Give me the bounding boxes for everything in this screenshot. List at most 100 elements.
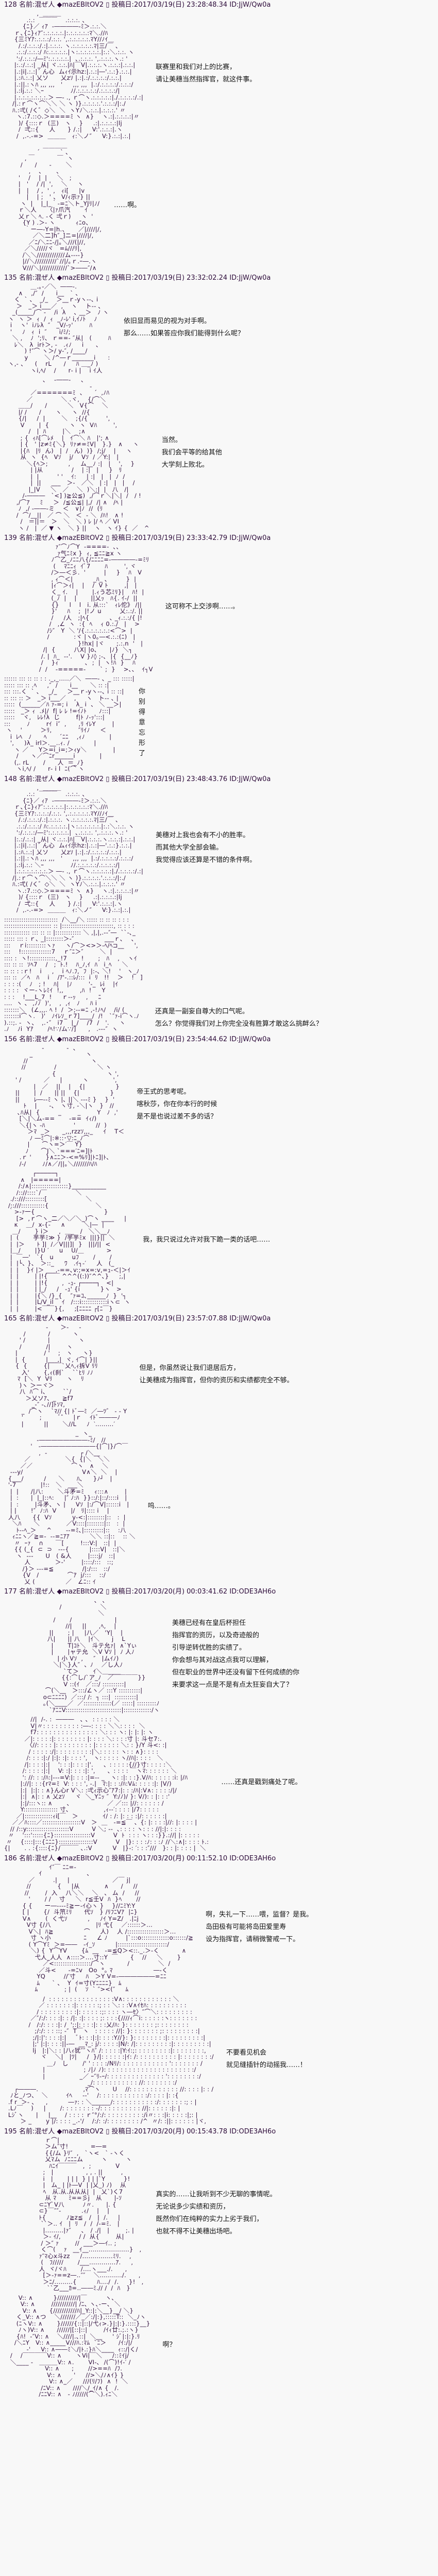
dialogue: 但是，你虽然说让我们退居后方， 让美穗成为指挥官，但你的资历和实绩都完全不够。 [140,1362,434,1389]
vertical-char: 别 [139,698,146,706]
post-panel: 、 、 / ＼ ＼ / / | //| || ,ﾍ, | || ; | |八／ … [0,1597,438,1713]
dialogue-line: 我，我只说过允许对我下跪一类的话吧…… [143,1235,271,1244]
dialogue-line: 啊？ [162,2341,176,2349]
ascii-art: :::::: ::: :: :: : : ._,_.....／＼ ――‐ 、_ … [4,675,134,772]
dialogue: 不要看见机会 就见缝插针的动摇我……！ [226,2047,434,2074]
post-header: 156 名前:混ぜ人 ◆mazEBItOV2 ▯ 投稿日:2017/03/19(… [4,1035,271,1043]
ascii-art: V:: ∧ }//////////|￣ ヽ、 V:: ∧ ///////////… [10,2294,150,2398]
vertical-char: 得 [139,708,146,716]
post-panel: ┌─────┐ ∧ |=====| /:/∧|:::::::::::::::::… [0,1170,438,1312]
post-165: 165 名前:混ぜ人 ◆mazEBItOV2 ▯ 投稿日:2017/03/19(… [0,1315,438,1585]
ascii-art: - ＞- - / / ヽ ' / | ヽ / /| ヽ | / ' ; ヽ ヽ}… [15,1324,127,1428]
dialogue-line: 美穗对上我也会有不小的胜率。 [156,831,250,839]
dialogue-line: 真实的……让我听到不少无聊的事情呢。 [156,2190,277,2198]
post-139: 139 名前:混ぜ人 ◆mazEBItOV2 ▯ 投稿日:2017/03/19(… [0,534,438,772]
post-header: 195 名前:混ぜ人 ◆mazEBItOV2 ▯ 投稿日:2017/03/20(… [4,2127,276,2136]
dialogue-line: 这可称不上交涉啊……。 [165,603,239,611]
dialogue-line: 但在职业的世界中还没有留下任何成绩的你 [172,1668,299,1676]
dialogue-line: 我们会平等的给其他 [161,449,222,456]
dialogue-line: 我觉得应该还算是不错的条件啊。 [156,856,257,864]
post-panel: - - 、 _ ヽ // ヽ // / ＼ ヽ { ヽ ', [0,1044,438,1167]
dialogue: 啊？ [163,2339,434,2353]
ascii-art: ＿＿＿＿ ＿ ´ ` 、 , ￣ ヽ / / ‐ ＼ , ､ 、 ' / | |… [18,142,102,272]
ascii-art: ｲ″￣ ﾆﾆ=- ｲ ､ ／ .| | ／￣ j| // { |从 ∧ / //… [22,1863,194,1993]
dialogue-line: 引导逆转优胜的实绩了。 [172,1643,246,1652]
post-177: 177 名前:混ぜ人 ◆mazEBItOV2 ▯ 投稿日:2017/03/20(… [0,1588,438,1852]
ascii-art: 、 、 / ＼ ＼ / / | //| || ,ﾍ, | || ; | |八／ … [43,1597,160,1714]
dialogue-line: 大学刻上败北。 [161,461,209,469]
vertical-char: 了 [139,749,146,757]
dialogue-line: ……啊。 [114,201,141,209]
post-panel: ｧ″⌒ﾉ⌒Y -====- ､､ ｧ气ﾆﾐx } ｨ, ≦ﾆﾆ≧x ヽ ﾉ⌒乙_… [0,544,438,672]
post-186: 186 名前:混ぜ人 ◆mazEBItOV2 ▯ 投稿日:2017/03/20(… [0,1855,438,2125]
dialogue: 美穗已经有在皇后杯担任 指挥官的资历，以及奇迹般的 引导逆转优胜的实绩了。 你会… [172,1617,434,1693]
ascii-art: //| /-. : ――― ､ ､ : : : : : ＼ V|〃: : : :… [4,1716,209,1852]
dialogue: 帝王式的思考呢。 喀秋莎，你在你本行的时候 是不是也说过差不多的话？ [137,1086,434,1125]
dialogue: 当然。 我们会平等的给其他 大学刻上败北。 [162,434,434,473]
dialogue-line: 美穗已经有在皇后杯担任 [172,1619,246,1627]
dialogue-line: 不要看见机会 [226,2048,266,2057]
post-panel: :::::: ::: :: :: : : ._,_.....／＼ ――‐ 、_ … [0,675,438,772]
ascii-art: / : : : : : : : : : : : : : : : :V∧: : :… [8,1995,214,2125]
dialogue-line: 是不是也说过差不多的话？ [137,1113,217,1121]
dialogue-line: 就见缝插针的动摇我……！ [226,2061,307,2069]
post-panel: , ＿＿＿ .:.: ￣￣￣ .:.:.:. 、 {ﾆ}／ ｨｱ -――――‐ﾐ… [0,784,438,913]
dialogue-line: 依旧显而易见的视为对手啊。 [123,317,211,325]
post-panel: / : : : : : : : : : : : : : : : :V∧: : :… [0,1995,438,2125]
post-header: 135 名前:混ぜ人 ◆mazEBItOV2 ▯ 投稿日:2017/03/19(… [4,274,271,282]
post-header: 165 名前:混ぜ人 ◆mazEBItOV2 ▯ 投稿日:2017/03/19(… [4,1315,271,1323]
post-156: 156 名前:混ぜ人 ◆mazEBItOV2 ▯ 投稿日:2017/03/19(… [0,1036,438,1312]
post-panel: ｲ″￣ ﾆﾆ=- ｲ ､ ／ .| | ／￣ j| // { |从 ∧ / //… [0,1863,438,1993]
post-panel: ｒ⌒| ＞ム″寸! =―= {{/ム }ﾘ″ , `ヽ< ` ‐ヽく 乂ﾏム ﾉ… [0,2137,438,2292]
dialogue-line: 指挥官的资历，以及奇迹般的 [172,1631,259,1639]
dialogue: 美穗对上我也会有不小的胜率。 而其他大学全部会输。 我觉得应该还算是不错的条件啊… [156,829,434,869]
post-195: 195 名前:混ぜ人 ◆mazEBItOV2 ▯ 投稿日:2017/03/20(… [0,2128,438,2398]
post-header: 177 名前:混ぜ人 ◆mazEBItOV2 ▯ 投稿日:2017/03/20(… [4,1588,276,1596]
dialogue-line: 呜……。 [147,1502,175,1510]
dialogue-line: 请让美穗当然指挥官，就这件事。 [156,76,257,83]
dialogue: 呜……。 [148,1500,434,1515]
dialogue-line: 也就不得不让美穗出场吧。 [156,2227,237,2235]
dialogue: ……啊。 [114,199,434,214]
post-panel: V:: ∧ }//////////|￣ ヽ、 V:: ∧ ///////////… [0,2294,438,2398]
dialogue-line: 而其他大学全部会输。 [156,843,223,852]
post-panel: //| /-. : ――― ､ ､ : : : : : ＼ V|〃: : : :… [0,1716,438,1852]
ascii-art: - - 、 _ ヽ // ヽ // / ＼ ヽ { ヽ ', [15,1044,125,1167]
post-panel: ＿＿＿＿ ＿ ´ ` 、 , ￣ ヽ / / ‐ ＼ , ､ 、 ' / | |… [0,142,438,271]
dialogue: 真实的……让我听到不少无聊的事情呢。 无论说多少实绩和资历， 既然你们在纯粹的实… [156,2189,434,2240]
dialogue-line: 你会想与其对战这点我可以理解， [172,1656,273,1664]
ascii-art: , ＿＿＿ .:.: ￣￣￣ .:.:.:. 、 {ﾆ}／ ｨｱ -――――‐ﾐ… [12,10,144,140]
vertical-char: 形 [139,739,146,747]
post-header: 148 名前:混ぜ人 ◆mazEBItOV2 ▯ 投稿日:2017/03/19(… [4,775,271,783]
dialogue-line: ……还真是戳到痛处了呢。 [221,1778,302,1787]
ascii-art: ｧ″⌒ﾉ⌒Y -====- ､､ ｧ气ﾆﾐx } ｨ, ≦ﾆﾆ≧x ヽ ﾉ⌒乙_… [39,543,153,673]
dialogue-line: 既然你们在纯粹的实力上劣于我们， [156,2215,263,2223]
vertical-char: 你 [139,687,146,696]
vertical-dialogue: 你 别 得 意 忘 形 了 [139,688,147,760]
dialogue-line: 啊，失礼一下……喂，监督？是我。 [206,1910,313,1919]
dialogue: 啊，失礼一下……喂，监督？是我。 岛田极有可能将岛田爱里寿 设为指挥官，请稍微警… [206,1909,434,1948]
dialogue-line: 联赛里和我们对上的比赛， [156,63,237,71]
dialogue-line: 那么……如果答应你我们能得到什么呢？ [123,329,244,337]
dialogue-line: 岛田极有可能将岛田爱里寿 [206,1923,287,1931]
dialogue-line: 帝王式的思考呢。 [137,1088,191,1096]
post-header: 186 名前:混ぜ人 ◆mazEBItOV2 ▯ 投稿日:2017/03/20(… [4,1854,276,1862]
post-header: 139 名前:混ぜ人 ◆mazEBItOV2 ▯ 投稿日:2017/03/19(… [4,534,271,542]
dialogue-line: 喀秋莎，你在你本行的时候 [137,1100,217,1109]
dialogue: 还真是一副妄自尊大的口气呢。 怎么？你觉得我们对上你完全没有胜算才敢这么挑衅么？ [155,1006,434,1032]
dialogue: 我，我只说过允许对我下跪一类的话吧…… [143,1234,434,1248]
ascii-art: ､ ‐――‐ ､ - ／=======ﾐ 、 ´ ,ﾉﾊ ／ ＼ .ヾ, {/⌒… [16,376,149,532]
vertical-char: 忘 [139,728,146,737]
dialogue-line: 当然。 [161,436,182,444]
vertical-char: 意 [139,718,146,726]
dialogue-line: 怎么？你觉得我们对上你完全没有胜算才敢这么挑衅么？ [155,1020,323,1028]
post-panel: ､ ‐――‐ ､ - ／=======ﾐ 、 ´ ,ﾉﾊ ／ ＼ .ヾ, {/⌒… [0,377,438,531]
dialogue: ……还真是戳到痛处了呢。 [221,1776,434,1791]
post-128: 128 名前:混ぜ人 ◆mazEBItOV2 ▯ 投稿日:2017/03/19(… [0,1,438,271]
dialogue: 依旧显而易见的视为对手啊。 那么……如果答应你我们能得到什么呢？ [124,315,434,342]
dialogue-line: 无论说多少实绩和资历， [156,2202,230,2211]
dialogue-line: 还真是一副妄自尊大的口气呢。 [155,1007,249,1015]
post-panel: ::::::::::::::::::::::::: /＼__/＼ ::::: :… [0,916,438,1032]
post-135: 135 名前:混ぜ人 ◆mazEBItOV2 ▯ 投稿日:2017/03/19(… [0,274,438,531]
ascii-art: ＿.｡-／＼ ――‐. ∧ ,/″ / i__ ` 、 く ` 、 _/_ ＞_… [8,283,111,374]
